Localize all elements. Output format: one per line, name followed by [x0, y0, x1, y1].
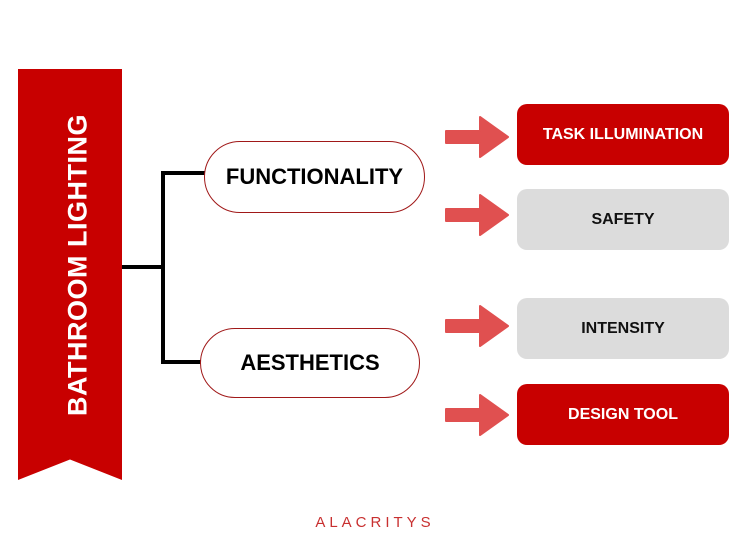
brand-footer: ALACRITYS [315, 514, 435, 531]
arrow-icon [445, 394, 509, 436]
connector-root [122, 265, 165, 269]
item-task-illumination: TASK ILLUMINATION [517, 104, 729, 165]
connector-functionality [161, 171, 205, 175]
arrow-icon [445, 305, 509, 347]
connector-vertical [161, 171, 165, 364]
connector-aesthetics [161, 360, 201, 364]
branch-functionality: FUNCTIONALITY [204, 141, 425, 213]
item-safety: SAFETY [517, 189, 729, 250]
item-design-tool: DESIGN TOOL [517, 384, 729, 445]
branch-aesthetics: AESTHETICS [200, 328, 420, 398]
title-text: BATHROOM LIGHTING [62, 114, 93, 416]
item-intensity: INTENSITY [517, 298, 729, 359]
arrow-icon [445, 194, 509, 236]
title-banner [18, 69, 122, 480]
arrow-icon [445, 116, 509, 158]
